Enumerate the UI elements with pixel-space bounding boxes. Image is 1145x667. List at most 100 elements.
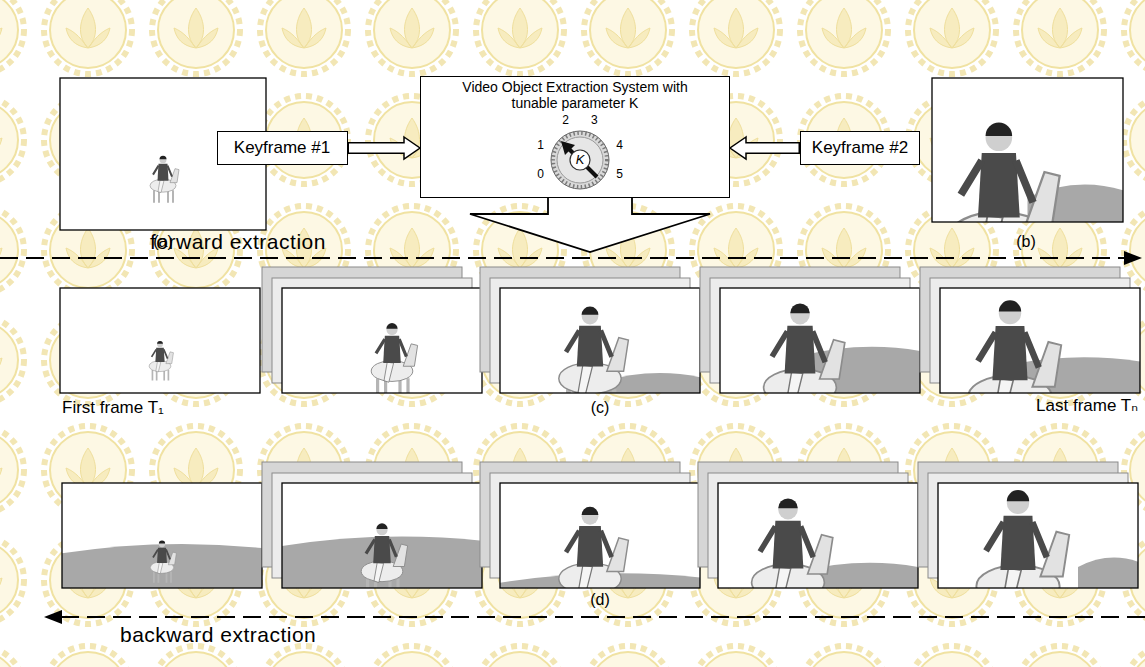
dial-number: 1 xyxy=(537,139,544,153)
rider-head xyxy=(157,341,163,347)
watermark-emblem xyxy=(368,646,456,667)
dial-hub xyxy=(570,150,590,170)
rider-arms xyxy=(153,166,172,177)
emblem-lotus xyxy=(282,8,326,48)
arrow-shaft-outline xyxy=(348,142,405,154)
emblem-gear xyxy=(260,0,348,74)
emblem-disc xyxy=(1022,652,1098,667)
frame-content xyxy=(559,306,700,393)
emblem-lotus xyxy=(66,8,110,48)
watermark-emblem xyxy=(1124,96,1145,184)
frame-ground xyxy=(282,483,482,588)
rider-cap xyxy=(790,303,810,313)
dial-ring xyxy=(551,131,609,189)
emblem-gear xyxy=(908,646,996,667)
watermark-emblem xyxy=(152,646,240,667)
frame-border xyxy=(718,483,918,588)
frame-ground xyxy=(932,78,1123,222)
parameter-symbol: K xyxy=(576,153,585,168)
rider-arms xyxy=(986,522,1047,557)
emblem-disc xyxy=(0,102,18,178)
emblem-lotus xyxy=(390,228,434,268)
emblem-disc xyxy=(914,652,990,667)
watermark-emblem xyxy=(260,646,348,667)
emblem-disc xyxy=(1022,0,1098,68)
emblem-disc xyxy=(698,652,774,667)
emblem-disc xyxy=(266,652,342,667)
watermark-emblem xyxy=(0,206,24,294)
rider-leg xyxy=(374,563,384,583)
rider-arms xyxy=(366,539,396,557)
rider-cap xyxy=(999,300,1021,311)
emblem-disc xyxy=(0,542,18,618)
emblem-gear xyxy=(44,0,132,74)
hillside xyxy=(1078,558,1138,588)
emblem-lotus xyxy=(0,448,2,488)
watermark-emblem xyxy=(1124,646,1145,667)
emblem-lotus xyxy=(390,8,434,48)
frame-content xyxy=(371,323,417,393)
emblem-disc xyxy=(374,0,450,68)
watermark-emblem xyxy=(260,0,348,74)
arrow-shaft-fill xyxy=(745,144,799,153)
node-label: Keyframe #2 xyxy=(812,138,908,158)
rider-leg xyxy=(1002,569,1021,589)
frame-content xyxy=(500,507,700,588)
emblem-gear xyxy=(1124,646,1145,667)
emblem-lotus xyxy=(0,228,2,268)
extraction-system-box: Video Object Extraction System with tuna… xyxy=(420,76,730,198)
emblem-disc xyxy=(914,0,990,68)
rider-cap xyxy=(160,156,167,160)
emblem-lotus xyxy=(1038,8,1082,48)
emblem-disc xyxy=(806,652,882,667)
frame-ground xyxy=(62,483,262,588)
emblem-disc xyxy=(1130,652,1145,667)
rider-leg xyxy=(994,379,1013,393)
dial-number: 2 xyxy=(562,114,569,128)
emblem-disc xyxy=(158,652,234,667)
rider-cap xyxy=(376,523,387,529)
rider-cap xyxy=(159,540,165,543)
emblem-gear xyxy=(0,646,24,667)
tuning-dial xyxy=(551,131,609,189)
video-frame xyxy=(60,288,260,393)
forward-timeline xyxy=(0,257,1126,259)
emblem-gear xyxy=(1124,96,1145,184)
emblem-disc xyxy=(0,652,18,667)
emblem-gear xyxy=(152,646,240,667)
emblem-disc xyxy=(0,322,18,398)
watermark-emblem xyxy=(908,646,996,667)
emblem-gear xyxy=(0,316,24,404)
hollow-arrow xyxy=(730,137,800,159)
watermark-emblem xyxy=(0,316,24,404)
rider-cap xyxy=(582,507,599,515)
emblem-lotus xyxy=(498,8,542,48)
watermark-emblem xyxy=(0,536,24,624)
rider-leg xyxy=(384,362,394,382)
emblem-lotus xyxy=(930,228,974,268)
frame-content xyxy=(150,156,179,203)
watermark-emblem xyxy=(44,646,132,667)
hillside xyxy=(282,537,482,588)
frame-ground xyxy=(940,288,1140,393)
emblem-gear xyxy=(476,646,564,667)
rider-arms xyxy=(772,331,825,362)
rider-head xyxy=(376,524,387,535)
rider-cap xyxy=(778,498,798,508)
arrowhead xyxy=(730,137,746,159)
frame-content xyxy=(282,523,482,588)
frame-ground xyxy=(720,288,920,393)
rider-cap xyxy=(386,323,397,329)
frame-border xyxy=(282,288,482,393)
video-frame xyxy=(262,462,482,599)
emblem-disc xyxy=(1130,0,1145,68)
frame-label: First frame T₁ xyxy=(62,398,164,418)
arrow-shaft-fill xyxy=(349,144,405,153)
video-frame xyxy=(918,462,1138,641)
emblem-disc xyxy=(266,0,342,68)
emblem-disc xyxy=(806,0,882,68)
frame-border xyxy=(938,483,1138,588)
emblem-gear xyxy=(0,206,24,294)
